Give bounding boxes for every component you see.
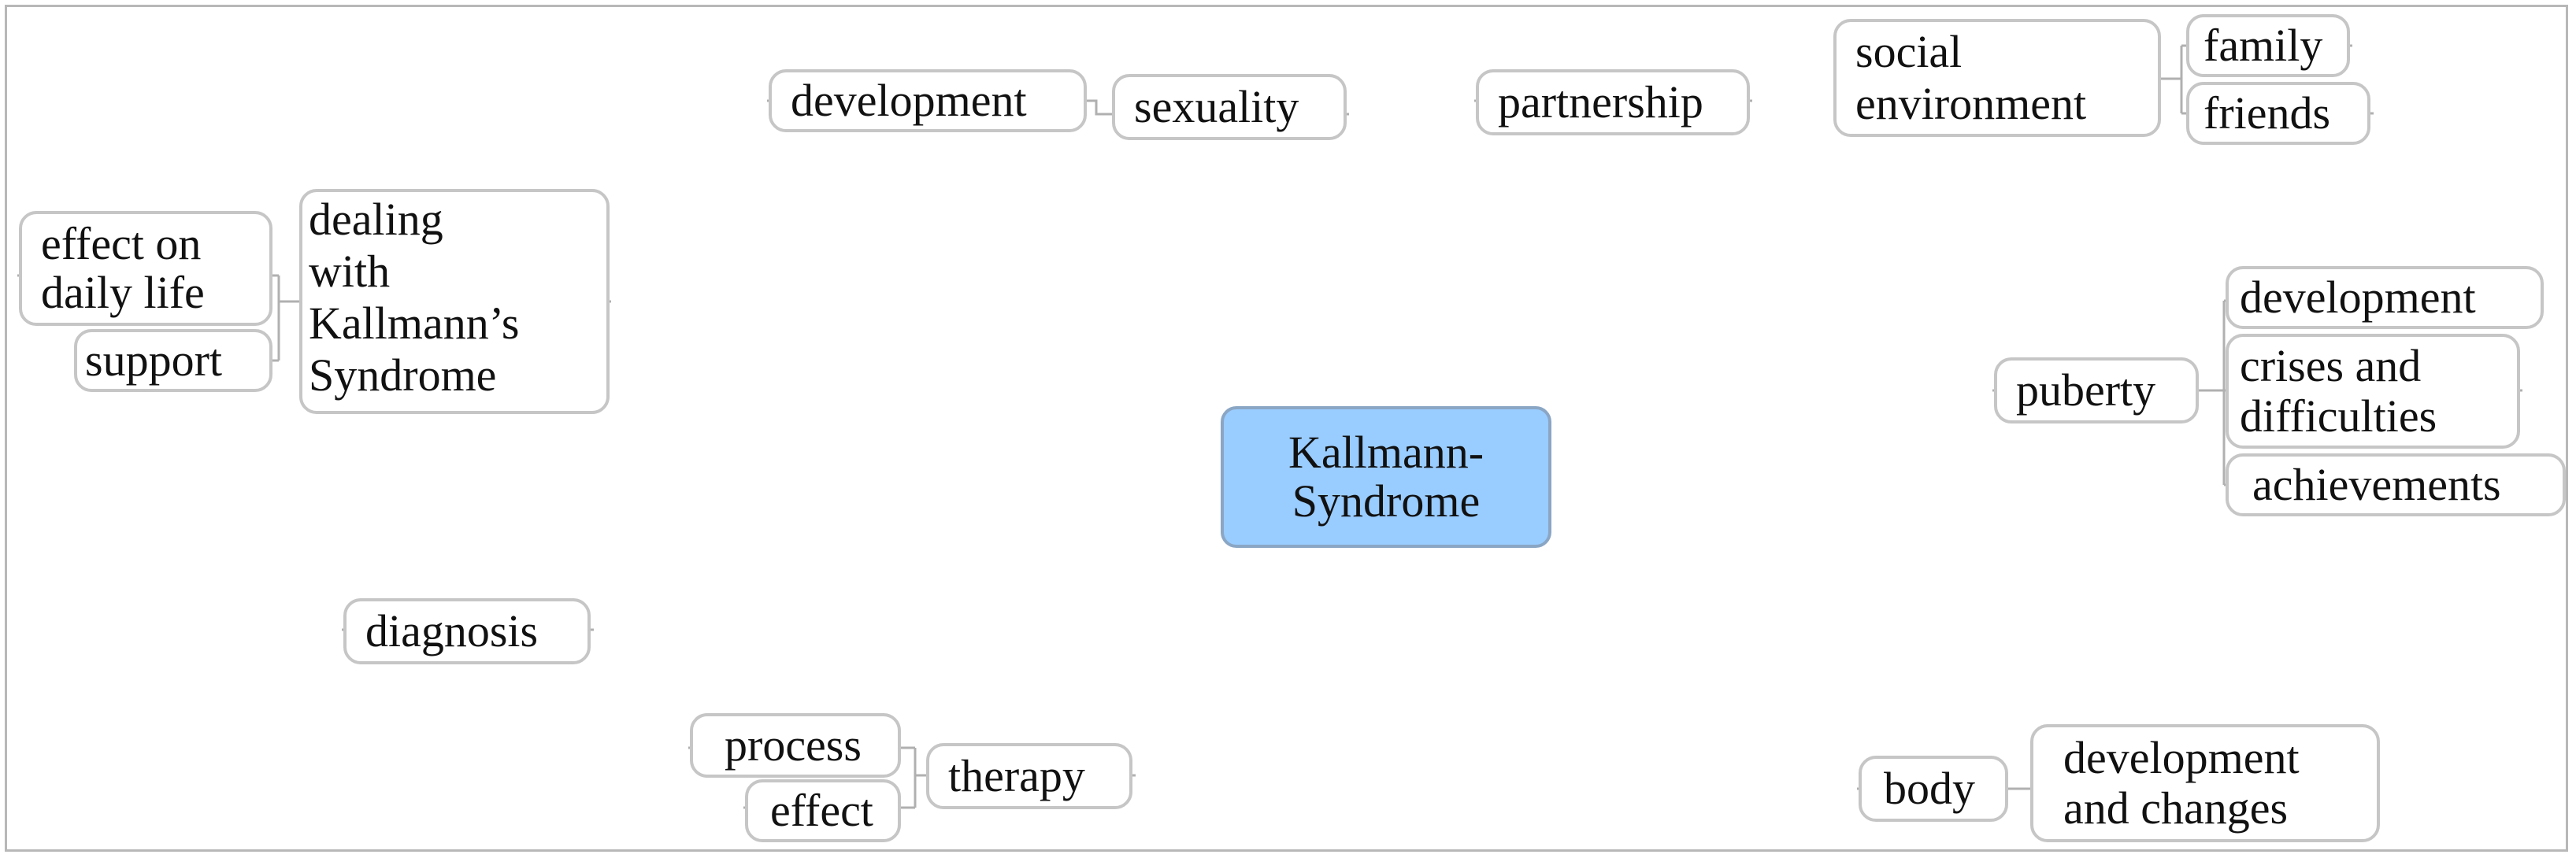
node-development-and-changes[interactable]: development and changes — [2030, 724, 2380, 842]
node-achievements[interactable]: achievements — [2226, 453, 2566, 516]
node-development-label: development — [791, 75, 1027, 126]
node-effect[interactable]: effect — [745, 779, 901, 842]
node-development-and-changes-label: development and changes — [2063, 732, 2300, 834]
node-crises-and-difficulties-label: crises and difficulties — [2240, 340, 2437, 442]
node-body-label: body — [1884, 763, 1975, 814]
node-family[interactable]: family — [2186, 14, 2350, 77]
node-body[interactable]: body — [1859, 756, 2008, 822]
node-dealing-with-kallmanns[interactable]: dealing with Kallmann’s Syndrome — [299, 189, 610, 414]
node-friends[interactable]: friends — [2186, 82, 2370, 145]
node-sexuality-label: sexuality — [1134, 81, 1299, 132]
node-partnership-label: partnership — [1498, 76, 1703, 128]
node-therapy-label: therapy — [948, 750, 1085, 801]
connector-therapy-process-effect — [899, 746, 928, 809]
node-development[interactable]: development — [769, 69, 1087, 132]
node-achievements-label: achievements — [2252, 459, 2501, 510]
central-node-label: Kallmann- Syndrome — [1288, 427, 1484, 527]
node-crises-and-difficulties[interactable]: crises and difficulties — [2226, 334, 2520, 449]
node-support-label: support — [85, 335, 222, 386]
central-node[interactable]: Kallmann- Syndrome — [1221, 406, 1551, 548]
node-social-environment[interactable]: social environment — [1833, 19, 2161, 137]
node-effect-on-daily-life-label: effect on daily life — [41, 218, 205, 318]
diagram-frame — [5, 5, 2568, 852]
node-social-environment-label: social environment — [1855, 26, 2087, 129]
connector-development-sexuality — [1085, 99, 1114, 116]
connector-social-family-friends — [2159, 44, 2188, 115]
node-effect-label: effect — [770, 785, 873, 836]
node-friends-label: friends — [2203, 87, 2331, 139]
node-support[interactable]: support — [74, 329, 272, 392]
node-family-label: family — [2203, 20, 2323, 71]
node-puberty[interactable]: puberty — [1994, 357, 2199, 423]
node-process-label: process — [725, 719, 862, 771]
connector-dealing-effect-support — [271, 274, 299, 362]
node-puberty-development[interactable]: development — [2226, 266, 2544, 329]
node-sexuality[interactable]: sexuality — [1112, 74, 1347, 140]
node-dealing-with-kallmanns-label: dealing with Kallmann’s Syndrome — [309, 194, 520, 401]
node-puberty-label: puberty — [2016, 364, 2156, 416]
node-therapy[interactable]: therapy — [926, 743, 1132, 809]
node-puberty-development-label: development — [2240, 272, 2476, 323]
node-diagnosis-label: diagnosis — [365, 605, 539, 656]
node-partnership[interactable]: partnership — [1476, 69, 1750, 135]
node-process[interactable]: process — [690, 713, 901, 778]
node-effect-on-daily-life[interactable]: effect on daily life — [19, 211, 272, 326]
node-diagnosis[interactable]: diagnosis — [343, 598, 591, 664]
